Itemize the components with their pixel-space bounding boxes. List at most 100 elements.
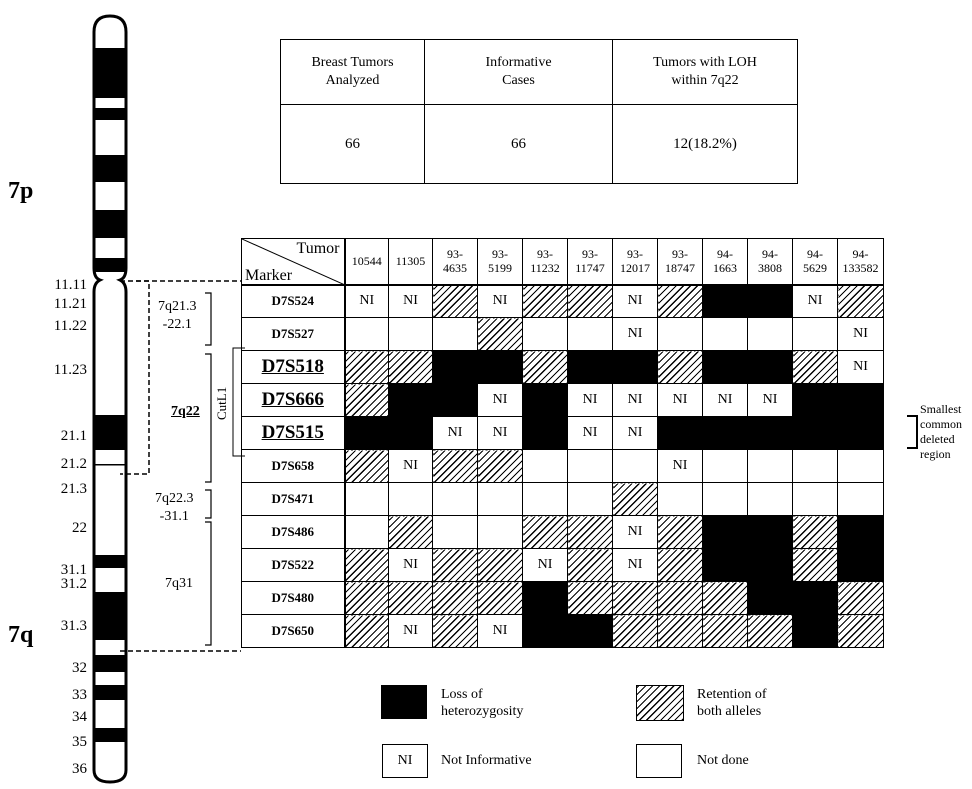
not-done-cell	[658, 483, 703, 516]
ni-cell: NI	[838, 351, 884, 384]
retention-cell	[658, 516, 703, 549]
not-done-cell	[523, 483, 568, 516]
retention-cell	[568, 582, 613, 615]
loh-cell	[748, 285, 793, 318]
ni-cell: NI	[568, 417, 613, 450]
tumor-header: 94- 133582	[838, 239, 884, 285]
retention-cell	[613, 615, 658, 648]
tumor-header: 93- 11232	[523, 239, 568, 285]
legend-notdone-label: Not done	[697, 752, 749, 769]
not-done-cell	[838, 450, 884, 483]
smallest-deleted-region-note: Smallest common deleted region	[920, 402, 962, 462]
not-done-cell	[568, 318, 613, 351]
loh-cell	[568, 615, 613, 648]
loh-cell	[838, 384, 884, 417]
retention-cell	[389, 582, 433, 615]
not-done-cell	[658, 318, 703, 351]
legend-ni-swatch: NI	[382, 744, 428, 778]
summary-header-loh: Tumors with LOH within 7q22	[613, 40, 798, 105]
loh-cell	[703, 516, 748, 549]
marker-label: D7S524	[242, 285, 345, 318]
region-cutl1: CutL1	[214, 387, 230, 420]
loh-cell	[389, 417, 433, 450]
ni-cell: NI	[389, 549, 433, 582]
loh-cell	[345, 417, 389, 450]
summary-value-analyzed: 66	[281, 105, 425, 184]
loh-cell	[433, 384, 478, 417]
marker-label: D7S471	[242, 483, 345, 516]
tumor-header: 93- 12017	[613, 239, 658, 285]
retention-cell	[703, 615, 748, 648]
loh-cell	[838, 549, 884, 582]
not-done-cell	[523, 450, 568, 483]
not-done-cell	[433, 483, 478, 516]
retention-cell	[345, 351, 389, 384]
ni-cell: NI	[613, 549, 658, 582]
retention-cell	[748, 615, 793, 648]
retention-cell	[658, 615, 703, 648]
ni-cell: NI	[748, 384, 793, 417]
marker-label: D7S650	[242, 615, 345, 648]
tumor-header: 94- 3808	[748, 239, 793, 285]
ni-cell: NI	[478, 285, 523, 318]
loh-cell	[703, 351, 748, 384]
retention-cell	[568, 549, 613, 582]
retention-cell	[568, 285, 613, 318]
marker-label: D7S522	[242, 549, 345, 582]
summary-header-informative: Informative Cases	[425, 40, 613, 105]
tumor-header: 10544	[345, 239, 389, 285]
ni-cell: NI	[658, 450, 703, 483]
retention-cell	[523, 351, 568, 384]
loh-cell	[433, 351, 478, 384]
marker-label: D7S666	[242, 384, 345, 417]
marker-row: D7S522 NI NI NI	[242, 549, 884, 582]
loh-cell	[523, 615, 568, 648]
retention-cell	[345, 615, 389, 648]
not-done-cell	[793, 450, 838, 483]
loh-cell	[568, 351, 613, 384]
retention-cell	[793, 516, 838, 549]
ni-cell: NI	[389, 615, 433, 648]
retention-cell	[433, 549, 478, 582]
loh-cell	[703, 417, 748, 450]
retention-cell	[568, 516, 613, 549]
legend-retention-swatch	[636, 685, 684, 721]
retention-cell	[433, 450, 478, 483]
ni-cell: NI	[523, 549, 568, 582]
not-done-cell	[389, 483, 433, 516]
loh-cell	[389, 384, 433, 417]
ni-cell: NI	[613, 384, 658, 417]
marker-row: D7S471	[242, 483, 884, 516]
not-done-cell	[748, 483, 793, 516]
retention-cell	[658, 351, 703, 384]
marker-row: D7S480	[242, 582, 884, 615]
not-done-cell	[568, 450, 613, 483]
retention-cell	[793, 549, 838, 582]
not-done-cell	[793, 318, 838, 351]
retention-cell	[345, 384, 389, 417]
retention-cell	[658, 549, 703, 582]
region-7q21-3-22-1: 7q21.3 -22.1	[158, 298, 197, 334]
tumor-header: 93- 11747	[568, 239, 613, 285]
retention-cell	[793, 351, 838, 384]
ni-cell: NI	[793, 285, 838, 318]
retention-cell	[389, 351, 433, 384]
ni-cell: NI	[613, 285, 658, 318]
region-7q31: 7q31	[165, 576, 193, 592]
tumor-header: 11305	[389, 239, 433, 285]
ni-cell: NI	[433, 417, 478, 450]
loh-cell	[748, 417, 793, 450]
region-7q22: 7q22	[171, 404, 200, 420]
loh-cell	[838, 516, 884, 549]
not-done-cell	[793, 483, 838, 516]
tumor-header: 94- 5629	[793, 239, 838, 285]
loh-cell	[478, 351, 523, 384]
retention-cell	[838, 285, 884, 318]
marker-row: D7S524NININININI	[242, 285, 884, 318]
retention-cell	[478, 549, 523, 582]
loh-cell	[793, 384, 838, 417]
